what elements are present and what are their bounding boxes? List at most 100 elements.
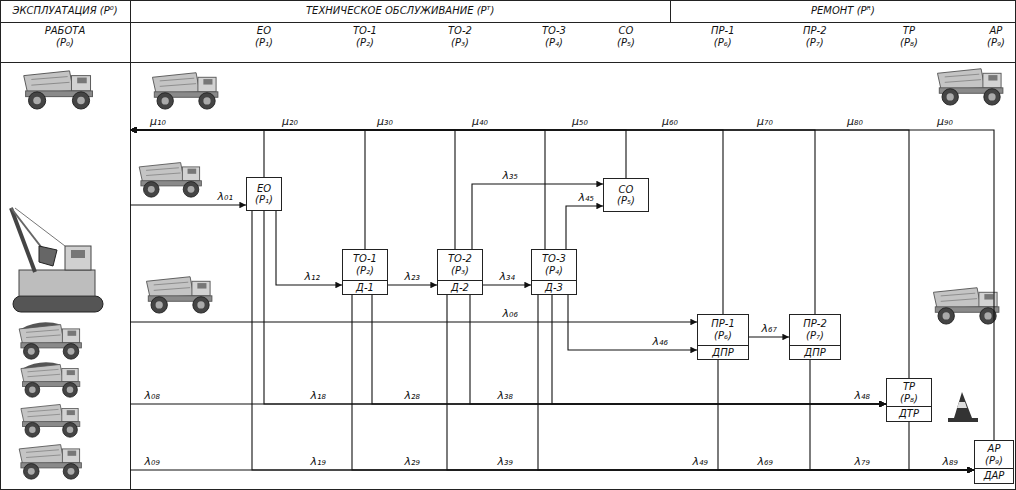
transition-arrow (130, 204, 246, 205)
state-box: ЕО (P₁) (246, 177, 282, 211)
rate-label: λ₆₉ (757, 455, 774, 468)
rate-label: λ₇₉ (854, 455, 871, 468)
state-box: ПР-2 (P₇) ДПР (789, 314, 841, 360)
diagnostics-label: ДПР (698, 345, 748, 360)
rate-label: λ₀₉ (144, 455, 161, 468)
transition-arrow (130, 130, 994, 440)
diagnostics-label: Д-3 (532, 280, 576, 295)
transition-arrow (130, 130, 365, 249)
rate-label: λ₁₉ (310, 455, 327, 468)
rate-label: μ₇₀ (756, 115, 774, 128)
column-header: ПР-1 (P₆) (711, 25, 735, 49)
transition-arrow (130, 130, 626, 178)
transition-arrow (810, 360, 974, 470)
state-name: СО (P₅) (614, 182, 638, 209)
state-name: РАБОТА (P₀) (45, 22, 86, 49)
rate-label: λ₆₇ (761, 322, 778, 335)
state-name: АР (P₉) (982, 441, 1006, 468)
transition-arrow (447, 295, 974, 470)
state-name: ПР-2 (P₇) (800, 316, 830, 343)
state-name: ТО-3 (P₄) (539, 251, 569, 278)
transition-arrow (909, 422, 974, 471)
rate-label: μ₈₀ (846, 115, 864, 128)
transition-arrow (552, 295, 886, 404)
rate-label: λ₁₈ (310, 389, 327, 402)
rate-label: λ₈₉ (942, 455, 959, 468)
diagnostics-label: ДАР (975, 468, 1013, 483)
rate-label: λ₃₈ (497, 389, 514, 402)
rate-label: λ₁₂ (304, 270, 321, 283)
state-name: ТР (P₈) (897, 379, 921, 406)
rate-label: μ₅₀ (571, 115, 589, 128)
state-box: СО (P₅) (603, 178, 649, 212)
transition-arrow (130, 130, 545, 249)
rate-label: μ₃₀ (376, 115, 394, 128)
state-box: ПР-1 (P₆) ДПР (697, 314, 749, 360)
rate-label: λ₄₈ (854, 389, 871, 402)
rate-label: λ₄₉ (692, 455, 709, 468)
rate-label: μ₂₀ (281, 115, 299, 128)
diagnostics-label: Д-1 (343, 280, 387, 295)
diagnostics-label: ДТР (887, 406, 931, 421)
transition-arrow (130, 130, 815, 314)
transition-arrow (566, 206, 603, 249)
rate-label: λ₄₆ (652, 335, 669, 348)
transition-arrow (130, 130, 455, 249)
column-header: ТО-2 (P₃) (448, 25, 472, 49)
state-name: ТО-1 (P₂) (350, 251, 380, 278)
rate-label: μ₉₀ (936, 115, 954, 128)
transition-arrow (130, 321, 697, 322)
column-header: ЕО (P₁) (255, 25, 273, 49)
transition-arrow (538, 295, 974, 470)
state-box: ТО-2 (P₃) Д-2 (437, 249, 483, 295)
column-header: АР (P₉) (987, 25, 1005, 49)
rate-label: λ₀₁ (217, 190, 234, 203)
state-box: ТО-3 (P₄) Д-3 (531, 249, 577, 295)
truck-icons (19, 69, 1003, 479)
state-name: ТО-2 (P₃) (445, 251, 475, 278)
state-box: ТР (P₈)ДТР (886, 378, 932, 422)
diagnostics-label: ДПР (790, 345, 840, 360)
transition-arrow (130, 130, 909, 378)
transition-arrow (749, 336, 789, 337)
rate-label: λ₂₈ (404, 389, 421, 402)
transition-arrow (388, 284, 437, 285)
excavator-icon (11, 208, 103, 312)
state-box: АР (P₉)ДАР (974, 440, 1014, 484)
state-column: РАБОТА (P₀) (0, 22, 130, 490)
rate-label: λ₃₉ (497, 455, 514, 468)
state-name: ЕО (P₁) (252, 181, 276, 208)
diagnostics-label: Д-2 (438, 280, 482, 295)
section-header: РЕМОНТ (Pᴿ) (811, 5, 875, 17)
transition-arrow (470, 295, 886, 404)
rate-label: λ₄₅ (578, 191, 595, 204)
rate-label: λ₃₄ (499, 270, 516, 283)
column-header: ТО-1 (P₂) (353, 25, 377, 49)
transition-arrow (276, 211, 342, 285)
rate-label: μ₆₀ (661, 115, 679, 128)
transition-arrow (252, 211, 974, 470)
transition-arrow (352, 295, 974, 470)
rate-label: λ₀₆ (502, 307, 519, 320)
transition-arrow (718, 360, 974, 470)
state-name: ПР-1 (P₆) (708, 316, 738, 343)
transition-arrow (264, 211, 886, 404)
section-header: ТЕХНИЧЕСКОЕ ОБСЛУЖИВАНИЕ (Pᵀ) (306, 5, 494, 17)
rate-label: λ₀₈ (144, 389, 161, 402)
transition-arrow (372, 295, 886, 404)
rate-label: λ₂₉ (404, 455, 421, 468)
transition-arrow (130, 130, 723, 314)
column-header: СО (P₅) (617, 25, 635, 49)
rate-label: λ₃₅ (502, 169, 519, 182)
transition-arrow (130, 130, 264, 177)
rate-label: μ₄₀ (471, 115, 489, 128)
cone-icon (948, 392, 978, 422)
column-header: ПР-2 (P₇) (803, 25, 827, 49)
column-header: ТР (P₈) (900, 25, 918, 49)
section-header: ЭКСПЛУАТАЦИЯ (P⁰) (13, 5, 118, 17)
rate-label: μ₁₀ (149, 115, 167, 128)
state-box: ТО-1 (P₂) Д-1 (342, 249, 388, 295)
